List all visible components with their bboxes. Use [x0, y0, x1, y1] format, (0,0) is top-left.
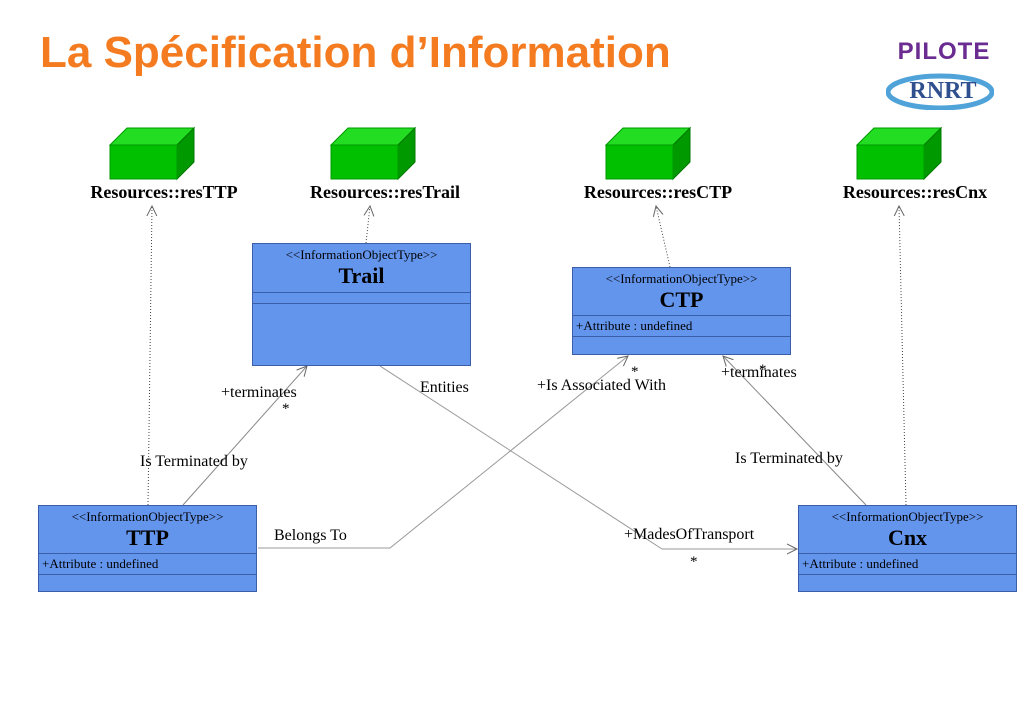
- association-trail-cnx: [379, 365, 663, 550]
- cube-icon-resctp: [604, 126, 692, 181]
- association-name-belongs-to: Belongs To: [274, 527, 347, 544]
- dependency-trail-restrail: [366, 206, 370, 244]
- class-separator: [39, 553, 256, 554]
- multiplicity-cnx-ctp: *: [759, 362, 767, 378]
- role-label-mades-of-transport: +MadesOfTransport: [624, 526, 755, 543]
- cube-icon-resttp: [108, 126, 196, 181]
- class-name: Cnx: [887, 525, 928, 550]
- logo-oval-icon: [886, 73, 994, 110]
- class-separator: [799, 574, 1016, 575]
- class-separator: [253, 292, 470, 293]
- role-label-is-associated-with: +Is Associated With: [537, 377, 666, 394]
- resource-label-resttp: Resources::resTTP: [90, 182, 238, 202]
- page-title: La Spécification d’Information: [40, 28, 671, 77]
- class-separator: [253, 303, 470, 304]
- dependency-ctp-resctp: [656, 206, 671, 268]
- pilote-rnrt-logo: PILOTE RNRT: [884, 38, 1004, 120]
- association-name-cnx-ctp: Is Terminated by: [735, 450, 843, 467]
- logo-rnrt-text: RNRT: [909, 78, 977, 104]
- resource-label-resctp: Resources::resCTP: [583, 182, 733, 202]
- role-label-cnx-terminates: +terminates: [721, 364, 797, 381]
- class-box-cnx: <<InformationObjectType>> Cnx +Attribute…: [798, 505, 1017, 592]
- class-stereotype: <<InformationObjectType>>: [831, 509, 984, 524]
- cube-icon-restrail: [329, 126, 417, 181]
- class-name: CTP: [659, 287, 704, 312]
- class-box-ctp: <<InformationObjectType>> CTP +Attribute…: [572, 267, 791, 355]
- class-name: TTP: [126, 525, 169, 550]
- class-separator: [39, 574, 256, 575]
- class-box-ttp: <<InformationObjectType>> TTP +Attribute…: [38, 505, 257, 592]
- multiplicity-ctp-assoc: *: [631, 364, 639, 380]
- association-cnx-ctp: [723, 356, 867, 506]
- class-stereotype: <<InformationObjectType>>: [605, 271, 758, 286]
- multiplicity-mades: *: [690, 554, 698, 570]
- cube-icon-rescnx: [855, 126, 943, 181]
- class-attribute-compartment: [253, 293, 470, 303]
- dependency-ttp-resttp: [148, 206, 152, 506]
- dependency-cnx-rescnx: [899, 206, 907, 506]
- resource-label-rescnx: Resources::resCnx: [842, 182, 988, 202]
- class-box-trail: <<InformationObjectType>> Trail: [252, 243, 471, 366]
- resource-label-restrail: Resources::resTrail: [310, 182, 460, 202]
- class-separator: [799, 553, 1016, 554]
- class-stereotype: <<InformationObjectType>>: [71, 509, 224, 524]
- multiplicity-ttp-trail: *: [282, 401, 290, 417]
- logo-pilote-text: PILOTE: [897, 38, 991, 65]
- association-ttp-trail: [182, 366, 307, 506]
- class-stereotype: <<InformationObjectType>>: [285, 247, 438, 262]
- class-attribute: +Attribute : undefined: [802, 556, 919, 571]
- class-name: Trail: [338, 263, 385, 288]
- class-attribute: +Attribute : undefined: [42, 556, 159, 571]
- class-attribute: +Attribute : undefined: [576, 318, 693, 333]
- association-ttp-ctp: [258, 356, 628, 549]
- association-name-ttp-trail: Is Terminated by: [140, 453, 248, 470]
- association-name-entities: Entities: [420, 379, 469, 396]
- class-separator: [573, 336, 790, 337]
- class-separator: [573, 315, 790, 316]
- role-label-ttp-terminates: +terminates: [221, 384, 297, 401]
